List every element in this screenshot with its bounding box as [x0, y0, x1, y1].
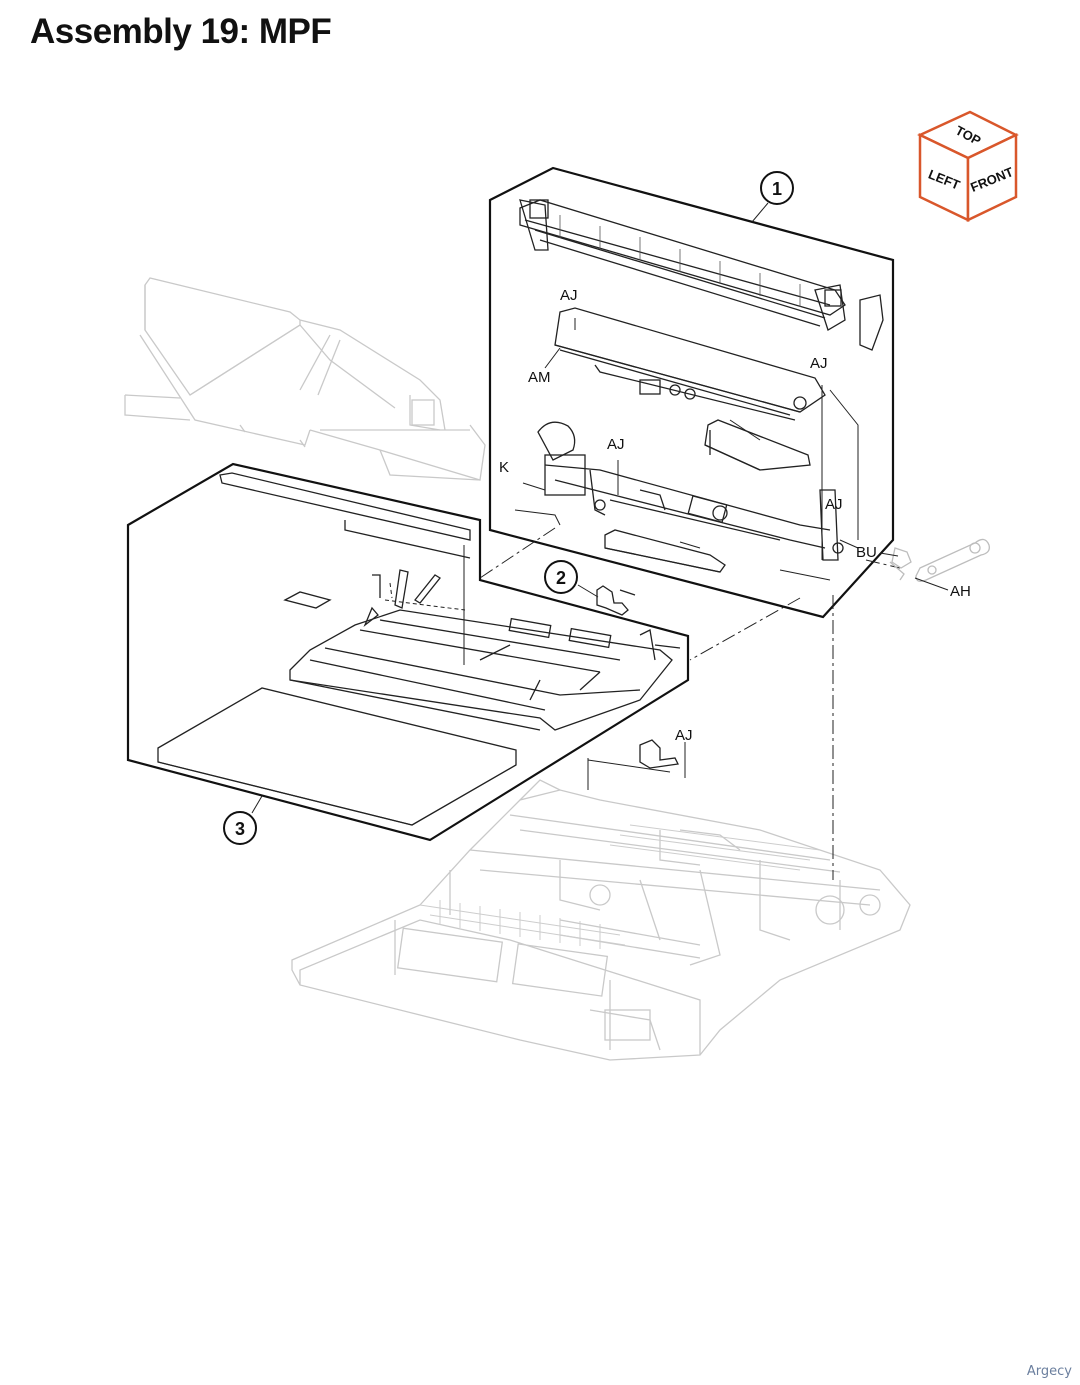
item-2-leader [577, 584, 599, 598]
lever-part-ah [915, 538, 990, 582]
item-3-leader [251, 795, 263, 814]
item-1-leader [751, 202, 769, 223]
bottom-bracket-leaders [587, 742, 686, 790]
callout-am: AM [528, 369, 551, 386]
mpf-lower-plate [604, 529, 726, 573]
assembly-1-leader-lines [514, 318, 859, 581]
callout-aj-middle: AJ [607, 436, 625, 453]
callout-aj-top: AJ [560, 287, 578, 304]
mpf-roller-frame [519, 199, 884, 351]
mpf-tray-inner-leaders [384, 582, 466, 611]
item-number-1-label: 1 [772, 179, 782, 199]
printer-base-ghost [291, 779, 911, 1061]
printer-base-grille-ghost [419, 824, 821, 949]
tray-extension-plate-edge [157, 761, 517, 826]
callout-aj-bottom: AJ [675, 727, 693, 744]
item-number-2: 2 [544, 560, 578, 594]
pin-part-bu [889, 547, 912, 581]
assembly-3-boundary [126, 462, 690, 842]
mpf-pick-assembly [537, 421, 844, 561]
assembly-1-boundary [488, 166, 895, 619]
callout-bu: BU [856, 544, 877, 561]
bottom-bracket-aj [639, 739, 679, 769]
bu-leader-line [879, 552, 899, 557]
mpf-upper-guide-am [554, 307, 826, 421]
mpf-tray-assembly [219, 472, 681, 731]
orientation-cube-icon: TOP LEFT FRONT [917, 110, 1019, 222]
item-number-3-label: 3 [235, 819, 245, 839]
tray-extension-plate [157, 687, 517, 826]
watermark: Argecy [1026, 1364, 1072, 1379]
callout-aj-right-lower: AJ [825, 496, 843, 513]
sensor-part-2 [596, 585, 636, 616]
callout-aj-right-upper: AJ [810, 355, 828, 372]
mpf-roller-detail [559, 215, 801, 307]
output-tray-ghost [124, 277, 486, 481]
dash-dot-leaders [479, 527, 901, 880]
mpf-bracket-aj [704, 419, 811, 471]
page-title: Assembly 19: MPF [30, 12, 332, 51]
item-number-1: 1 [760, 171, 794, 205]
callout-k: K [499, 459, 509, 476]
item-number-2-label: 2 [556, 568, 566, 588]
ah-leader-line [914, 577, 949, 591]
callout-ah: AH [950, 583, 971, 600]
item-number-3: 3 [223, 811, 257, 845]
am-leader-line [544, 347, 561, 369]
